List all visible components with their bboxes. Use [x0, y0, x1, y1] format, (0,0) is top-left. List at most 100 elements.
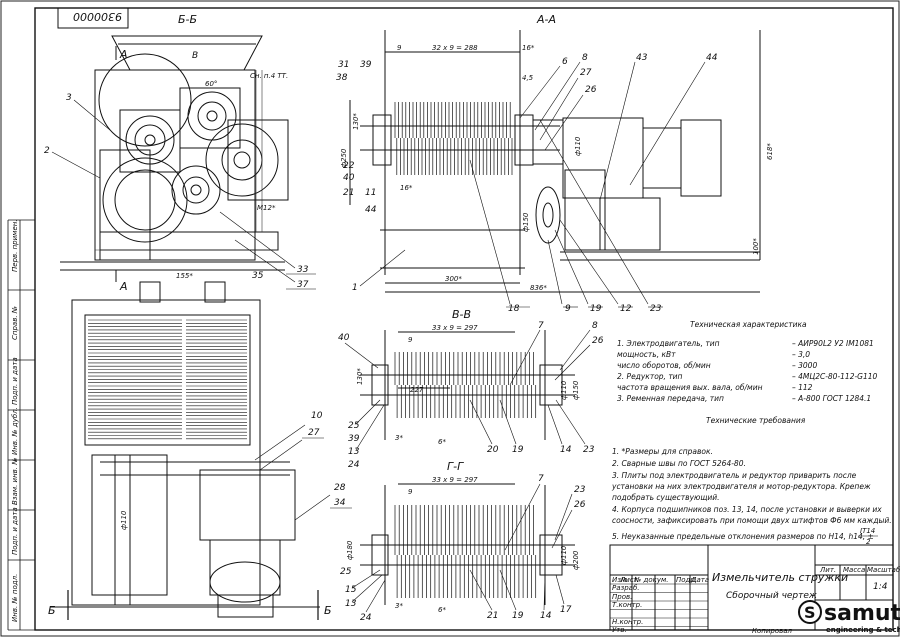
side-label-6: Подп. и дата	[11, 507, 19, 555]
spec-line-left: 3. Ременная передача, тип	[617, 394, 724, 403]
logo-name: samuta	[824, 601, 900, 626]
view-bb-hatch	[95, 70, 278, 251]
plan-section-markers	[67, 590, 319, 620]
callout-leaders-vv	[344, 329, 591, 451]
req-line: 5. Неуказанные предельные отклонения раз…	[612, 532, 874, 541]
dim-110-vv: ф110	[560, 380, 568, 400]
dim-130: 130*	[352, 113, 360, 130]
callout-35: 38	[336, 73, 348, 83]
side-label-4: Инв. № дубл.	[11, 407, 19, 455]
tb-head-izm: Изм.	[612, 576, 628, 584]
callout-25-gg: 24	[360, 613, 372, 623]
dim-pitch-297-gg: 33 x 9 = 297	[432, 476, 478, 484]
dim-110-aa: ф110	[574, 136, 582, 156]
callout-15: 15	[345, 585, 357, 595]
callout-14-gg: 14	[540, 611, 552, 621]
callout-leaders-plan	[254, 424, 352, 521]
callout-33: 34	[334, 498, 346, 508]
section-aa-title: А-А	[536, 13, 556, 26]
dim-3-vv: 3*	[395, 434, 403, 442]
dim-9-vv: 9	[408, 336, 413, 344]
spec-line-left: мощность, кВт	[617, 350, 676, 359]
callout-34: 35	[252, 271, 264, 281]
dim-150: ф150	[522, 212, 530, 232]
callout-39: 27	[580, 68, 592, 78]
view-plan	[50, 281, 320, 618]
req-line: 3. Плиты под электродвигатель и редуктор…	[612, 471, 857, 480]
callout-21: 21	[487, 611, 498, 621]
dim-3-gg: 3*	[395, 602, 403, 610]
plan-cutter-fins	[88, 319, 247, 440]
callout-37-vv: 40	[338, 333, 350, 343]
dim-130-vv: 130*	[356, 368, 364, 385]
dim-110-plan: ф110	[120, 510, 128, 530]
side-label-2: Справ. №	[11, 306, 19, 340]
dim-pitch-288: 32 x 9 = 288	[432, 44, 478, 52]
callout-24-vv: 23	[583, 445, 595, 455]
dim-6-vv: 6*	[438, 438, 446, 446]
callout-28: 28	[334, 483, 346, 493]
dim-150-vv: ф150	[572, 380, 580, 400]
callout-37: 40	[343, 173, 355, 183]
title-block	[609, 544, 894, 631]
callout-26-vv: 25	[348, 421, 360, 431]
dim-250: ф250	[340, 148, 348, 168]
spec-line-right: – А-800 ГОСТ 1284.1	[792, 394, 871, 403]
req-line: 2. Сварные швы по ГОСТ 5264-80.	[612, 459, 746, 468]
tb-scale-value: 1:4	[873, 582, 888, 592]
callout-10: 10	[311, 411, 323, 421]
req-line: установки на них электродвигателя и мото…	[611, 482, 871, 491]
callout-40: 44	[365, 205, 377, 215]
callout-32: 33	[297, 265, 309, 275]
spec-line-left: 2. Редуктор, тип	[617, 372, 683, 381]
dim-6-gg: 6*	[438, 606, 446, 614]
dim-9-gg: 9	[408, 488, 413, 496]
section-bb-title: Б-Б	[178, 13, 197, 26]
spec-line-right: – 112	[792, 383, 813, 392]
stamp-number: 9300000	[73, 10, 122, 23]
tech-specs-list: 1. Электродвигатель, тип – АИР90L2 У2 IM…	[617, 339, 878, 403]
dim-16: 16*	[522, 44, 535, 52]
stamp-box	[57, 7, 129, 29]
tb-copied: Копировал	[752, 627, 793, 635]
view-b-right-marker: Б	[324, 604, 332, 617]
callout-26-gg: 25	[340, 567, 352, 577]
dim-110-gg: ф110	[560, 545, 568, 565]
callout-3: 3	[66, 93, 72, 103]
callout-13-vv: 13	[348, 447, 360, 457]
dim-pitch-297-vv: 33 x 9 = 297	[432, 324, 478, 332]
view-a-marker-bottom: А	[119, 280, 128, 293]
dim-180: ф180	[346, 540, 354, 560]
spec-line-left: частота вращения вых. вала, об/мин	[617, 383, 763, 392]
dim-836: 836*	[530, 284, 547, 292]
callout-27-gg: 26	[574, 500, 586, 510]
side-label-3: Подп. и дата	[11, 357, 19, 405]
spec-line-right: – АИР90L2 У2 IM1081	[792, 339, 874, 348]
callout-6: 6	[562, 57, 568, 67]
callout-1: 1	[352, 283, 358, 293]
side-strip	[7, 219, 35, 631]
section-vv-title: В-В	[452, 308, 471, 321]
callout-31: 31	[338, 60, 349, 70]
callout-leaders-gg	[351, 483, 573, 613]
callout-16: 17	[560, 605, 572, 615]
tb-col-lit: Лит.	[819, 566, 836, 574]
callout-38: 39	[360, 60, 372, 70]
callout-8-vv: 8	[592, 321, 598, 331]
callout-27-aa: 26	[585, 85, 597, 95]
tb-role-3: Т.контр.	[612, 601, 642, 609]
callout-2: 2	[44, 146, 50, 156]
view-vv	[360, 330, 575, 440]
dim-9-aa: 9	[397, 44, 402, 52]
tech-req-title: Технические требования	[706, 416, 806, 425]
callout-20: 20	[487, 445, 499, 455]
callout-24-gg: 23	[574, 485, 586, 495]
callout-27-vv: 26	[592, 336, 604, 346]
vv-cutter-discs	[394, 352, 537, 418]
dim-100: 100*	[752, 238, 760, 255]
spec-line-left: 1. Электродвигатель, тип	[617, 339, 720, 348]
callout-12: 12	[620, 304, 632, 314]
view-aa	[349, 30, 761, 293]
